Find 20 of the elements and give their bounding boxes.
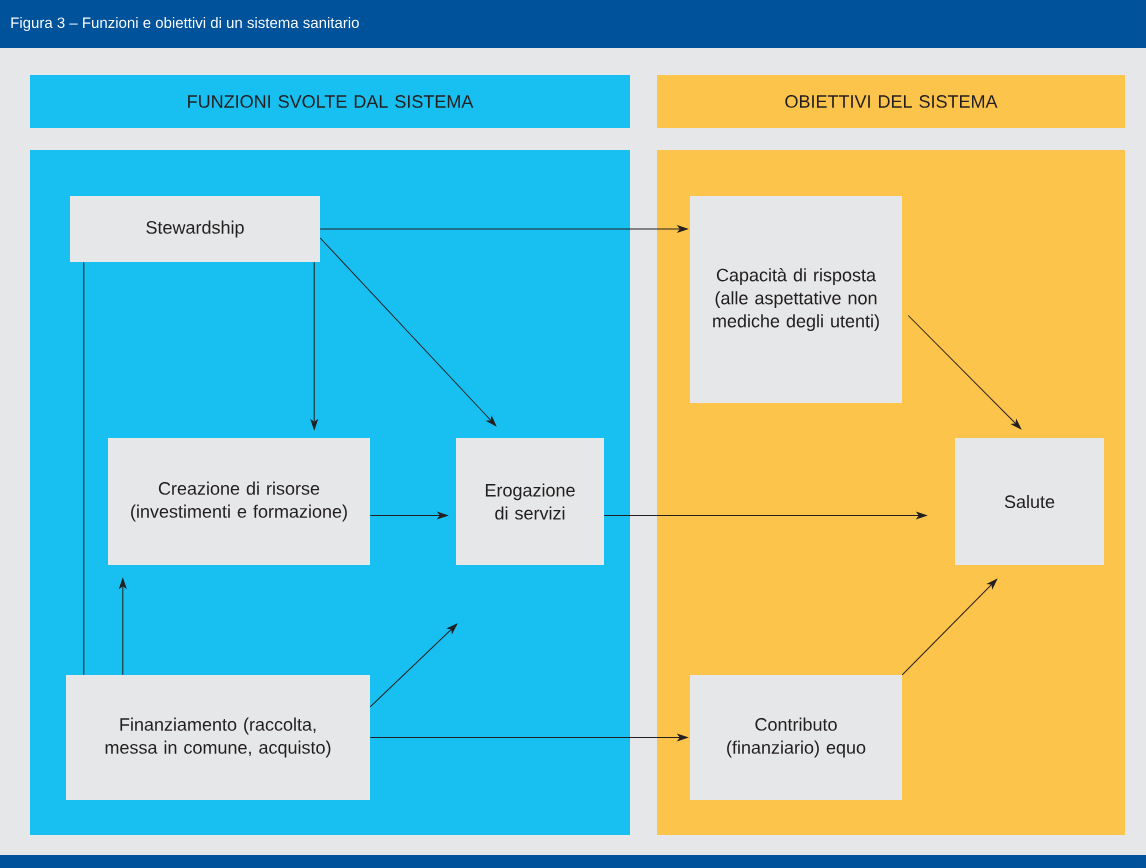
arrow [119,578,127,676]
arrow [319,225,688,233]
process-box: Stewardship [70,196,320,262]
process-box: Finanziamento (raccolta, messa in comune, acquisto) [66,675,370,800]
process-box: Contributo (finanziario) equo [690,675,902,800]
header-band: OBIETTIVI DEL SISTEMA [657,75,1125,128]
arrow [310,261,318,430]
process-box: Salute [955,438,1104,565]
arrow [369,511,448,520]
title-bar: Figura 3 – Funzioni e obiettivi di un sistema sanitario [0,0,1146,48]
arrow [369,733,688,742]
arrow [319,237,497,427]
arrow [369,623,458,708]
arrow [603,511,927,520]
arrow [907,315,1022,430]
process-box: Creazione di risorse (investimenti e formazione) [108,438,370,565]
header-band: FUNZIONI SVOLTE DAL SISTEMA [30,75,630,128]
arrow [901,578,998,676]
process-box: Capacità di risposta (alle aspettative non mediche degli utenti) [690,196,902,403]
process-box: Erogazione di servizi [456,438,604,565]
